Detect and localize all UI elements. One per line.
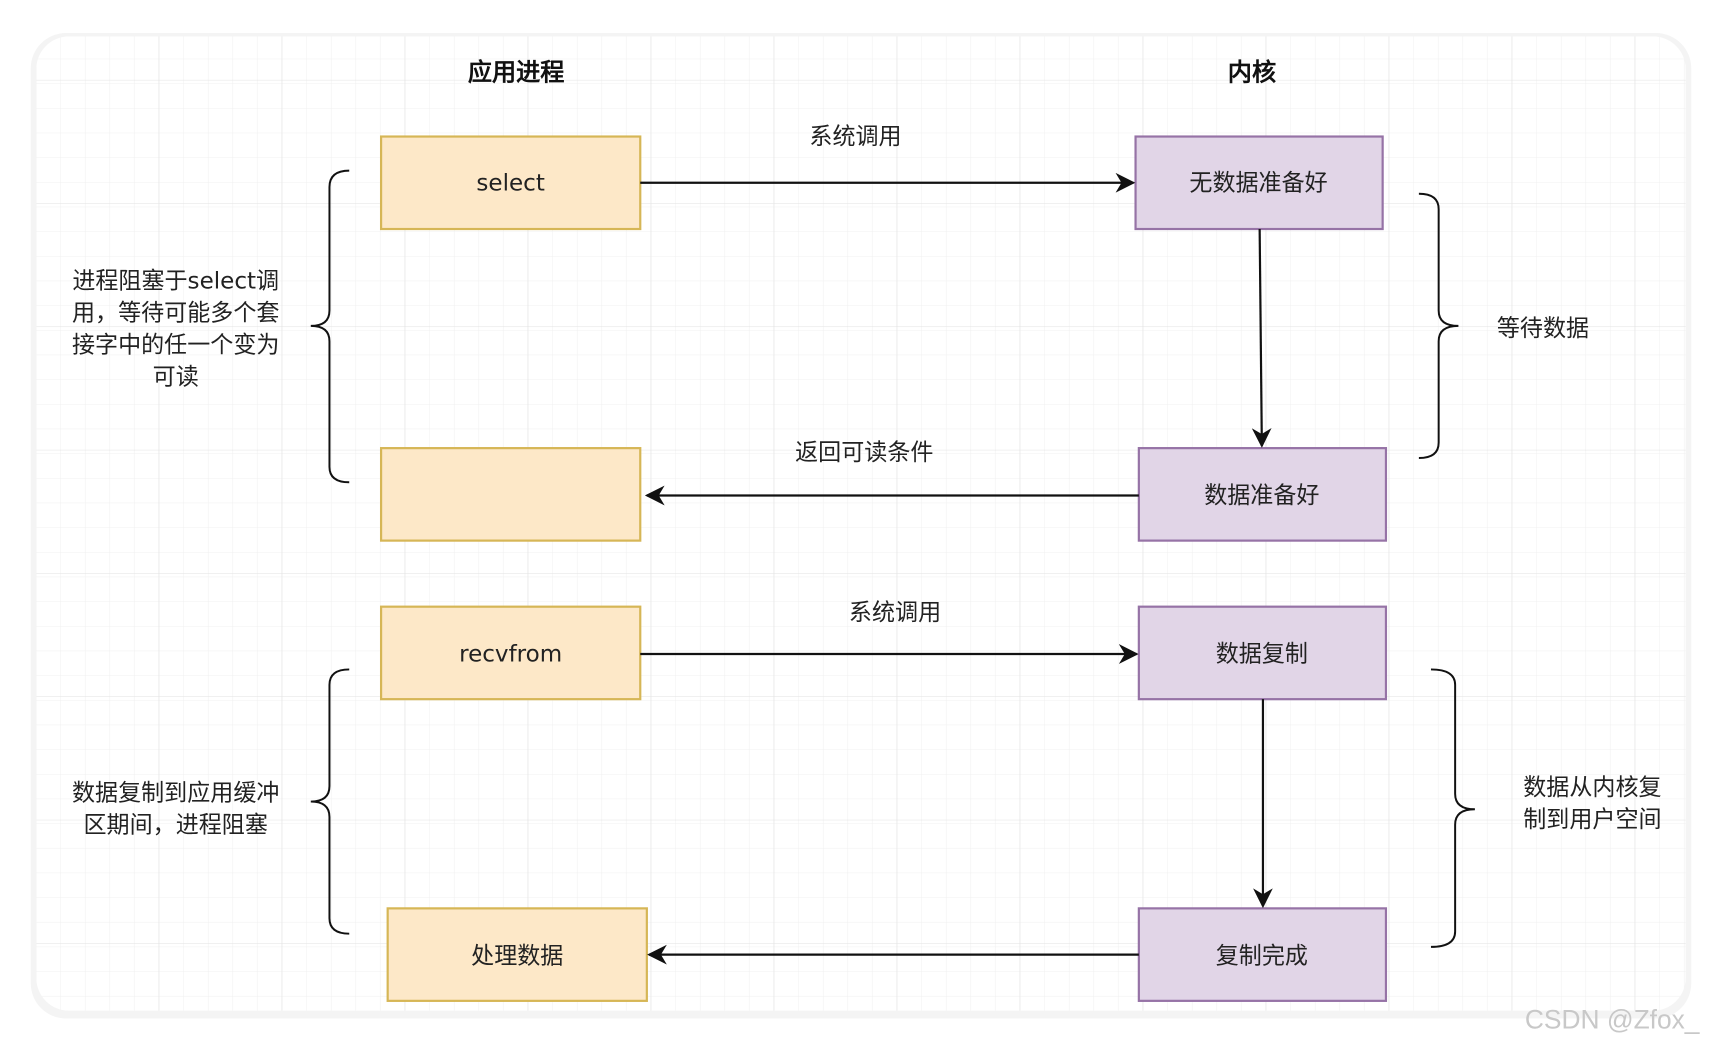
svg-text:进程阻塞于select调: 进程阻塞于select调 [72, 268, 279, 294]
arrow-label-syscall-2: 系统调用 [849, 600, 941, 626]
svg-text:select: select [476, 170, 544, 196]
left-note-select: 进程阻塞于select调 用，等待可能多个套 接字中的任一个变为 可读 [72, 268, 279, 390]
svg-text:数据准备好: 数据准备好 [1204, 483, 1319, 509]
arrow-label-syscall-1: 系统调用 [809, 124, 901, 150]
kernel-header: 内核 [1228, 58, 1276, 86]
kernel-box-data-copy: 数据复制 [1137, 605, 1388, 701]
process-box-blank [379, 447, 642, 542]
left-note-recvfrom: 数据复制到应用缓冲 区期间，进程阻塞 [72, 780, 279, 838]
svg-text:数据从内核复: 数据从内核复 [1523, 775, 1661, 801]
process-header: 应用进程 [468, 58, 565, 86]
svg-text:区期间，进程阻塞: 区期间，进程阻塞 [84, 812, 268, 838]
process-box-recvfrom: recvfrom [379, 605, 642, 701]
kernel-box-data-ready: 数据准备好 [1137, 447, 1388, 542]
kernel-box-no-data: 无数据准备好 [1134, 135, 1384, 231]
right-note-copy: 数据从内核复 制到用户空间 [1523, 775, 1661, 833]
right-note-wait: 等待数据 [1497, 316, 1589, 342]
watermark: CSDN @Zfox_ [1525, 1004, 1700, 1034]
right-brace-copy [1430, 668, 1475, 948]
arrow-label-return-readable: 返回可读条件 [795, 440, 933, 466]
arrow-kernel-wait [1251, 229, 1272, 448]
left-brace-recvfrom [310, 668, 350, 935]
svg-text:复制完成: 复制完成 [1216, 943, 1308, 969]
svg-text:用，等待可能多个套: 用，等待可能多个套 [72, 300, 279, 326]
svg-text:制到用户空间: 制到用户空间 [1523, 807, 1661, 833]
svg-text:recvfrom: recvfrom [459, 642, 562, 668]
process-box-handle-data: 处理数据 [386, 907, 648, 1002]
left-brace-select [310, 169, 350, 484]
svg-text:接字中的任一个变为: 接字中的任一个变为 [72, 332, 279, 358]
grid-background [36, 36, 1686, 1011]
svg-text:无数据准备好: 无数据准备好 [1189, 170, 1327, 196]
svg-text:数据复制到应用缓冲: 数据复制到应用缓冲 [72, 780, 279, 806]
svg-text:可读: 可读 [153, 364, 199, 390]
svg-text:处理数据: 处理数据 [471, 943, 563, 969]
svg-text:数据复制: 数据复制 [1216, 642, 1308, 668]
process-box-select: select [379, 135, 642, 231]
right-brace-wait [1418, 192, 1459, 460]
kernel-box-copy-done: 复制完成 [1137, 907, 1388, 1002]
